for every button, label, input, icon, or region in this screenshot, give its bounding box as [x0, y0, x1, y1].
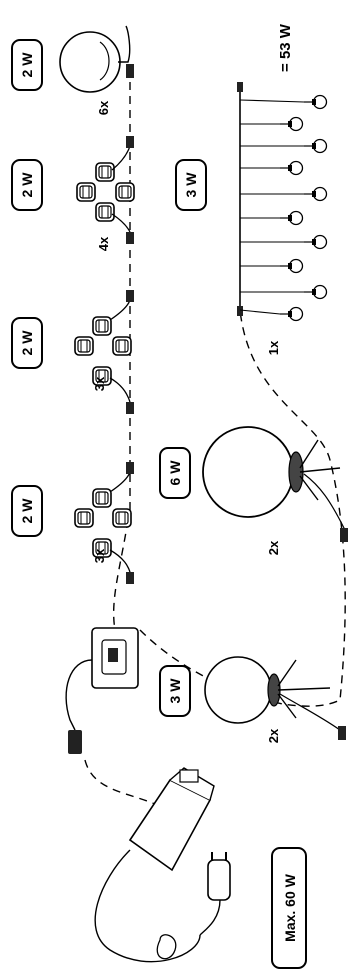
badge-globe-large-text: 6 W — [167, 460, 183, 486]
qty-globe-large: 2x — [266, 540, 281, 555]
badge-spots-4x: 2 W — [11, 159, 43, 211]
badge-globe-large: 6 W — [159, 447, 191, 499]
qty-string-lights: 1x — [266, 340, 281, 355]
badge-transformer-max: Max. 60 W — [271, 847, 307, 969]
badge-spots-3x-b-text: 2 W — [19, 498, 35, 524]
recessed-spot-icon — [74, 290, 134, 414]
badge-globe-6x: 2 W — [11, 39, 43, 91]
string-light-icon — [237, 82, 328, 322]
total-wattage: = 53 W — [277, 23, 294, 72]
badge-globe-small-text: 3 W — [167, 678, 183, 704]
junction-box-icon — [65, 627, 139, 754]
recessed-spot-icon — [74, 462, 134, 584]
badge-globe-6x-text: 2 W — [19, 52, 35, 78]
qty-spots-3x-b: 3x — [92, 548, 107, 563]
badge-spots-3x-b: 2 W — [11, 485, 43, 537]
small-globe-icon — [59, 25, 134, 93]
badge-globe-small: 3 W — [159, 665, 191, 717]
qty-globe-small: 2x — [266, 728, 281, 743]
badge-spots-3x-a-text: 2 W — [19, 330, 35, 356]
qty-globe-6x: 6x — [96, 100, 111, 115]
badge-spots-3x-a: 2 W — [11, 317, 43, 369]
transformer-icon — [94, 767, 215, 963]
large-globe-icon — [204, 656, 346, 740]
badge-string-lights-text: 3 W — [183, 172, 199, 198]
badge-spots-4x-text: 2 W — [19, 172, 35, 198]
qty-spots-4x: 4x — [96, 236, 111, 251]
recessed-spot-icon — [76, 136, 135, 244]
large-globe-icon — [202, 426, 348, 542]
badge-string-lights: 3 W — [175, 159, 207, 211]
qty-spots-3x-a: 3x — [92, 376, 107, 391]
badge-transformer-max-text: Max. 60 W — [282, 873, 298, 941]
plug-icon — [199, 852, 231, 936]
